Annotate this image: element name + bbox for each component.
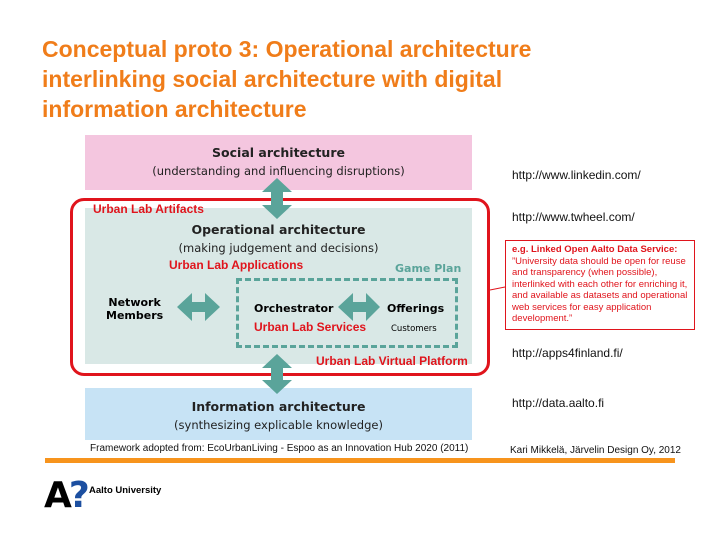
information-architecture-box: Information architecture (synthesizing e… (85, 388, 472, 440)
link-apps4finland[interactable]: http://apps4finland.fi/ (512, 346, 623, 360)
operational-sub: (making judgement and decisions) (178, 241, 379, 255)
information-sub: (synthesizing explicable knowledge) (174, 418, 383, 432)
game-plan-box (236, 278, 458, 348)
title-line: interlinking social architecture with di… (42, 66, 503, 92)
callout-heading: e.g. Linked Open Aalto Data Service: (512, 244, 678, 255)
offerings-label: Offerings (387, 302, 445, 315)
link-data-aalto[interactable]: http://data.aalto.fi (512, 396, 605, 410)
network-line: Network (108, 296, 161, 309)
credit-text: Kari Mikkelä, Järvelin Design Oy, 2012 (510, 445, 681, 456)
vertical-double-arrow-icon (262, 354, 292, 394)
link-linkedin[interactable]: http://www.linkedin.com/ (512, 168, 641, 182)
horizontal-double-arrow-icon (338, 293, 380, 321)
social-architecture-box: Social architecture (understanding and i… (85, 135, 472, 190)
social-heading: Social architecture (212, 145, 345, 160)
link-twheel[interactable]: http://www.twheel.com/ (512, 210, 635, 224)
slide-title: Conceptual proto 3: Operational architec… (42, 34, 531, 124)
information-heading: Information architecture (191, 399, 366, 414)
vertical-double-arrow-icon (262, 178, 292, 219)
callout-box: e.g. Linked Open Aalto Data Service: ”Un… (505, 240, 695, 330)
callout-body: ”University data should be open for reus… (512, 255, 688, 325)
horizontal-double-arrow-icon (177, 293, 220, 321)
social-sub: (understanding and influencing disruptio… (152, 164, 405, 178)
operational-architecture-box: Operational architecture (making judgeme… (85, 208, 472, 364)
orange-divider (45, 458, 675, 463)
network-members-label: Network Members (106, 296, 163, 322)
urban-lab-virtual-platform: Urban Lab Virtual Platform (316, 354, 468, 368)
operational-heading: Operational architecture (191, 222, 366, 237)
framework-note: Framework adopted from: EcoUrbanLiving -… (90, 443, 469, 454)
urban-lab-services: Urban Lab Services (254, 320, 367, 334)
orchestrator-label: Orchestrator (254, 302, 334, 315)
urban-lab-applications: Urban Lab Applications (169, 258, 304, 272)
title-line: Conceptual proto 3: Operational architec… (42, 36, 532, 62)
callout-connector (489, 286, 506, 291)
aalto-university-name: Aalto University (89, 485, 162, 496)
aalto-logo-icon: A? (44, 475, 90, 516)
customers-label: Customers (391, 324, 437, 334)
urban-lab-artifacts: Urban Lab Artifacts (93, 202, 204, 216)
title-line: information architecture (42, 96, 307, 122)
network-line: Members (106, 309, 164, 322)
game-plan-label: Game Plan (395, 262, 462, 275)
